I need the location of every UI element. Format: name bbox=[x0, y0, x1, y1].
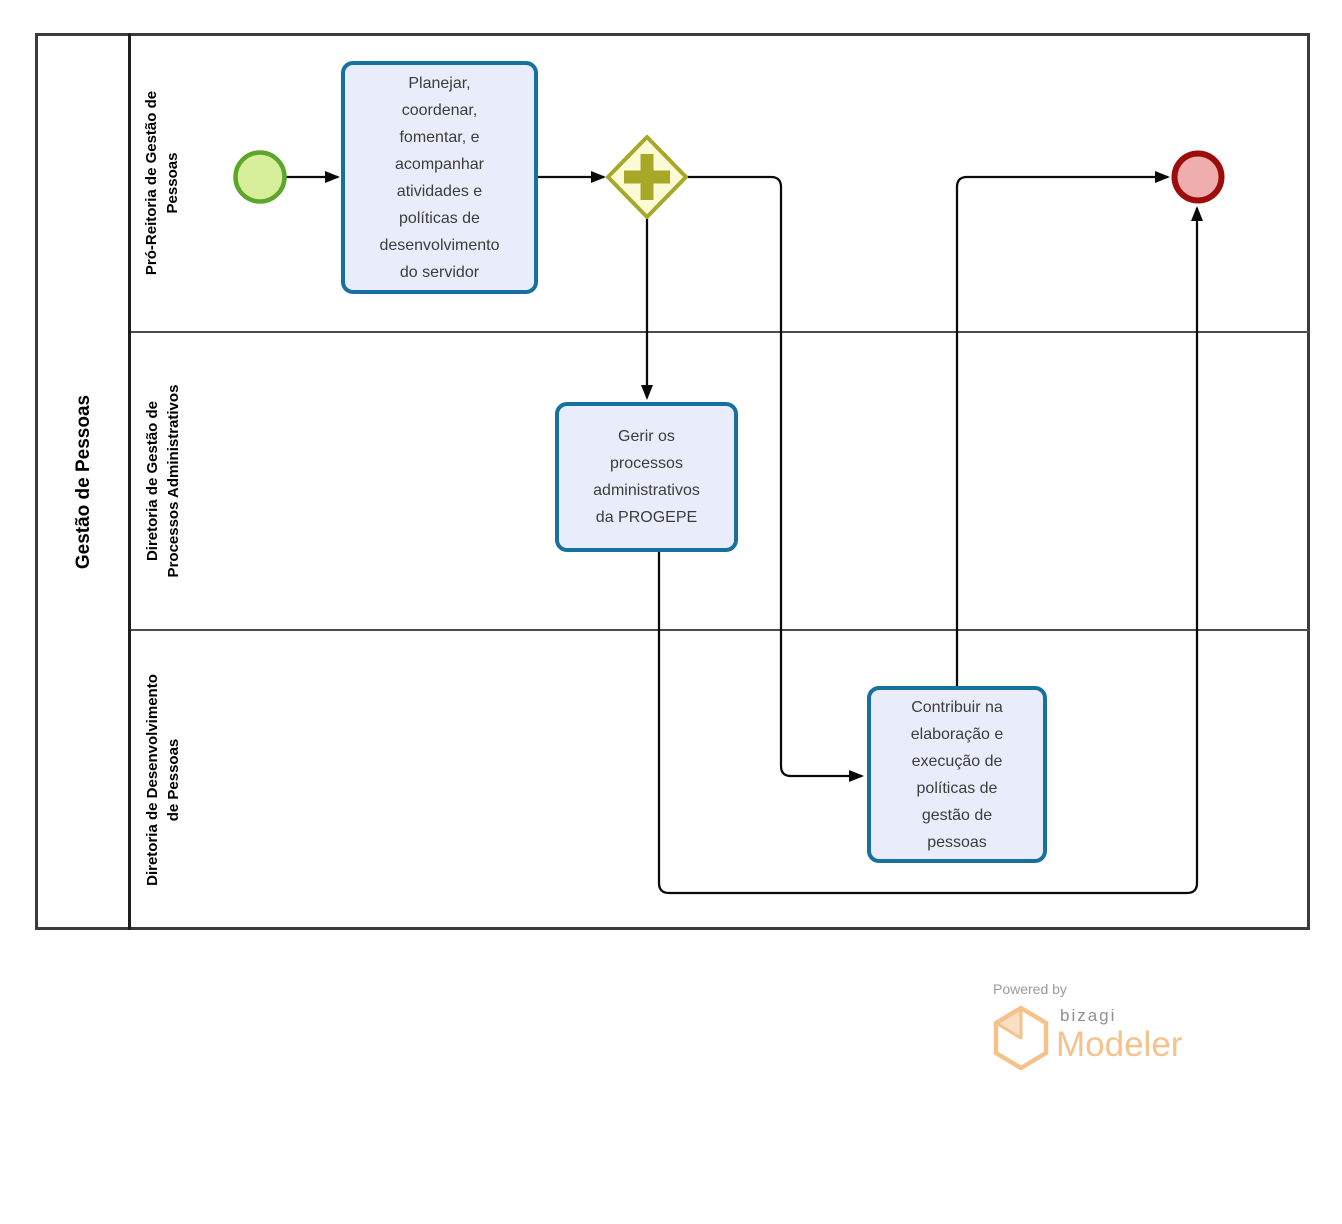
task-gerir: Gerir os processos administrativos da PR… bbox=[555, 402, 738, 552]
task-gerir-label: Gerir os processos administrativos da PR… bbox=[593, 428, 700, 526]
flow-gerir-to-end bbox=[657, 206, 1203, 895]
lane-divider-2 bbox=[131, 629, 1310, 631]
task-contribuir-label: Contribuir na elaboração e execução de p… bbox=[910, 698, 1004, 851]
powered-by-label: Powered by bbox=[993, 981, 1067, 997]
task-contribuir: Contribuir na elaboração e execução de p… bbox=[867, 686, 1047, 863]
parallel-gateway bbox=[606, 135, 688, 219]
lane-divider-1 bbox=[131, 331, 1310, 333]
start-event bbox=[233, 150, 287, 204]
bizagi-wordmark: bizagi bbox=[1060, 1006, 1117, 1025]
pool-gestao-de-pessoas bbox=[35, 33, 1310, 930]
pool-header bbox=[35, 33, 131, 930]
plus-icon bbox=[624, 154, 670, 200]
modeler-wordmark: Modeler bbox=[1056, 1025, 1183, 1064]
bizagi-modeler-logo[interactable]: Powered by bizagi Modeler bbox=[988, 977, 1248, 1077]
bizagi-box-icon bbox=[993, 1005, 1049, 1071]
task-planejar-label: Planejar, coordenar, fomentar, e acompan… bbox=[379, 74, 500, 281]
flow-contribuir-to-end bbox=[955, 171, 1170, 686]
end-event bbox=[1171, 150, 1225, 204]
flow-gateway-to-contribuir bbox=[685, 175, 864, 782]
task-planejar: Planejar, coordenar, fomentar, e acompan… bbox=[341, 61, 538, 294]
